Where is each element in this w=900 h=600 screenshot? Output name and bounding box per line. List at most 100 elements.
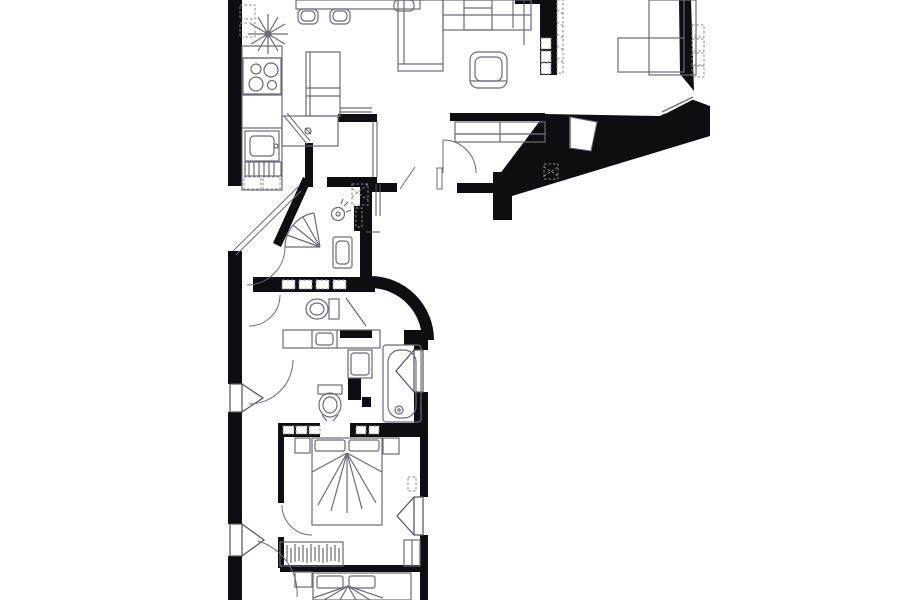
radiator-bedroom2: [407, 476, 417, 492]
entry-door-diagonal-b: [235, 190, 302, 256]
door-leaf-kitchen-a: [283, 115, 308, 145]
vents-layer: [239, 0, 705, 492]
appliance-square: [262, 176, 281, 190]
door-arc-lobby: [248, 359, 294, 405]
wall-niche-band-upper: [253, 277, 375, 292]
shower-head: [330, 198, 352, 222]
kitchen-peninsula: [281, 107, 372, 147]
dishwasher: [244, 161, 282, 177]
dining-chair: [329, 8, 351, 25]
glass-niche: [332, 279, 347, 290]
wall-right-wing-a: [414, 338, 428, 350]
wall-sink: [332, 236, 353, 269]
glass-niche: [298, 279, 313, 290]
dining-table: [295, 0, 421, 10]
wall-diagonal: [493, 99, 710, 196]
kitchen-stove: [242, 57, 282, 95]
glass-niche: [295, 425, 308, 435]
facade-vent: [691, 24, 705, 38]
wall-niche-band-lower-right: [350, 423, 420, 437]
wall-hall-a: [372, 183, 397, 192]
potted-plant: [248, 14, 288, 54]
toilet-wc: [305, 297, 367, 327]
bed-bottom: [312, 572, 412, 600]
wall-shower-pier: [354, 206, 366, 231]
toilet-bathroom: [317, 384, 343, 422]
furniture-layer: [241, 0, 697, 600]
wardrobe-hanging-clothes: [279, 541, 344, 567]
entry-door-niche: [569, 116, 598, 152]
tv-pier-niche: [540, 37, 552, 50]
nightstand-left: [294, 437, 311, 454]
glass-niche: [315, 279, 330, 290]
glass-niche: [368, 425, 380, 435]
partition-lines-layer: [366, 0, 525, 233]
door-arc-shower: [246, 246, 286, 286]
glass-niche: [281, 279, 296, 290]
door-arc-closet: [442, 139, 477, 174]
armchair: [469, 51, 508, 89]
wall-bedroom-divider: [280, 565, 428, 572]
wall-top-stub: [515, 0, 540, 4]
entry-door-diagonal-a: [232, 186, 299, 252]
wall-right-wing-c: [420, 425, 428, 497]
nightstand-bottom: [294, 571, 313, 588]
wall-bath-pier-a: [348, 378, 361, 400]
door-arc-bedroom2: [281, 504, 313, 536]
window-slit-sill: [661, 96, 694, 113]
walls-layer: [228, 0, 710, 600]
wall-bedroom2-west-a: [278, 437, 284, 503]
appliance-square: [243, 176, 262, 190]
vent-shaft-shower: [351, 183, 369, 206]
door-arc-bedroom3: [257, 540, 298, 598]
kitchen-counter: [241, 45, 283, 191]
glass-niche: [355, 425, 367, 435]
windows-layer: [229, 349, 424, 557]
wall-left-facade-lower: [228, 412, 242, 524]
wall-left-facade-top: [228, 0, 242, 186]
door-arc-wc: [248, 294, 281, 327]
wall-kitchen-top: [338, 114, 377, 122]
wall-hall-b: [457, 183, 493, 193]
wall-niches-layer: [281, 37, 552, 435]
diagonal-window: [661, 92, 694, 114]
kitchen-sink: [244, 130, 280, 162]
door-jamb-hall: [436, 167, 443, 190]
wall-right-top: [679, 0, 694, 91]
radiator-hall: [355, 207, 363, 228]
bed-top-right: [617, 0, 697, 76]
kitchen-tall-cabinet: [305, 51, 341, 117]
glass-niche: [282, 425, 295, 435]
wall-closet-top: [450, 113, 545, 121]
washing-machine: [347, 349, 373, 379]
window-right-2: [396, 496, 424, 536]
fridge-vent: [239, 4, 256, 20]
door-leaf-hall: [399, 166, 416, 190]
nightstand-right: [382, 437, 400, 455]
door-leaf-kitchen-b: [286, 112, 311, 142]
side-table: [463, 0, 493, 31]
window-left-2: [229, 523, 266, 557]
bed-middle: [311, 437, 383, 526]
wall-kitchen-pier: [305, 143, 313, 187]
duct-strip: [556, 0, 564, 74]
wall-left-facade-bottom: [228, 556, 242, 600]
window-left-1: [229, 383, 265, 413]
doors-layer: [232, 112, 477, 598]
facade-vent: [691, 65, 705, 78]
facade-vent: [691, 38, 705, 52]
vent-shaft-entry: [543, 163, 559, 180]
fridge-vent: [239, 22, 256, 38]
wall-bath-pier-b: [362, 397, 371, 407]
window-right-1: [395, 349, 424, 393]
dining-chair: [297, 8, 319, 25]
bathtub: [382, 344, 422, 423]
wall-shower-diagonal: [273, 177, 311, 247]
vanity: [282, 329, 381, 349]
facade-vent: [691, 52, 705, 66]
glass-niche: [308, 425, 321, 435]
wall-kitchen-hall: [327, 177, 377, 187]
wall-wc-bath: [340, 330, 372, 338]
